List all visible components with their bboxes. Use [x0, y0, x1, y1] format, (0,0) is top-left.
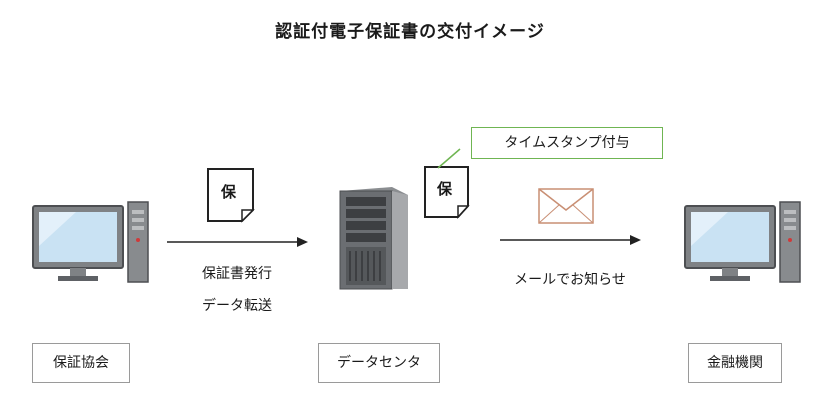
- node-label-data-center: データセンタ: [318, 343, 440, 383]
- document-icon: [207, 168, 255, 223]
- arrow2-label: メールでお知らせ: [514, 272, 626, 288]
- arrow1-label-line1: 保証書発行: [202, 266, 272, 282]
- document-label: 保: [221, 183, 237, 201]
- node-label-guarantee-association: 保証協会: [32, 343, 130, 383]
- computer-icon: [684, 201, 801, 283]
- computer-icon: [32, 201, 149, 283]
- document-icon: [424, 166, 470, 219]
- node-label-financial-institution: 金融機関: [688, 343, 782, 383]
- arrow-right-icon: [500, 235, 641, 245]
- arrow-right-icon: [167, 237, 308, 247]
- document-label: 保: [437, 180, 453, 198]
- diagram-title: 認証付電子保証書の交付イメージ: [275, 22, 545, 42]
- stamp-connector: [437, 148, 461, 169]
- envelope-icon: [538, 188, 594, 224]
- server-icon: [339, 187, 408, 290]
- arrow1-label-line2: データ転送: [202, 298, 272, 314]
- timestamp-callout: タイムスタンプ付与: [471, 127, 663, 159]
